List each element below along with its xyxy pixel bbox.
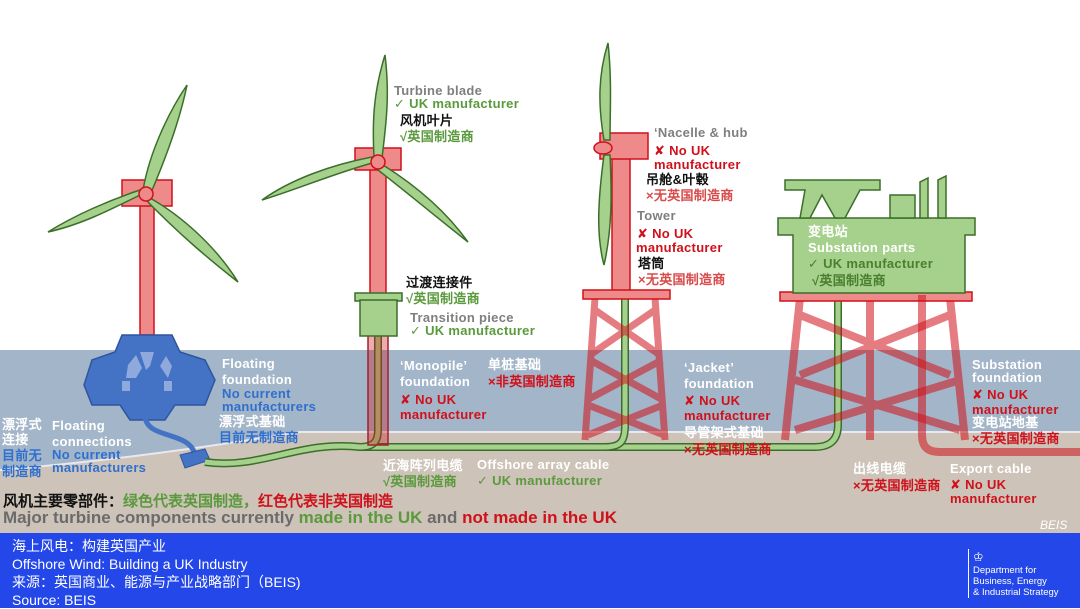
jacket-status-zh: ×无英国制造商 (684, 442, 772, 457)
tower-label: Tower (637, 208, 676, 223)
footer: 海上风电：构建英国产业 Offshore Wind: Building a UK… (0, 533, 1080, 608)
beis-logo: ♔ Department for Business, Energy & Indu… (968, 549, 1059, 598)
footer-title-zh: 海上风电：构建英国产业 (12, 538, 166, 554)
substation-foundation-status-zh: ×无英国制造商 (972, 431, 1060, 446)
tower-status: ✘ No UK (637, 226, 694, 241)
substation (777, 174, 976, 441)
transition-piece-label: Transition piece (410, 310, 514, 325)
substation-foundation-label-2: foundation (972, 370, 1043, 385)
monopile-status: ✘ No UK (400, 392, 457, 407)
beis-watermark: BEIS (1040, 518, 1068, 532)
export-cable (918, 295, 1080, 456)
floating-foundation-label: Floating (222, 356, 275, 371)
tower-label-zh: 塔筒 (638, 256, 665, 271)
jacket-status-2: manufacturer (684, 408, 771, 423)
substation-foundation-status: ✘ No UK (972, 387, 1029, 402)
floating-foundation-status-zh: 目前无制造商 (219, 430, 299, 445)
nacelle-status-2: manufacturer (654, 157, 741, 172)
array-cable-status-zh: √英国制造商 (383, 474, 457, 489)
floating-connections-status-zh-2: 制造商 (2, 464, 42, 479)
turbine-blade-status: ✓ UK manufacturer (394, 96, 520, 111)
floating-connections-status: No current (52, 447, 121, 462)
export-cable-status-2: manufacturer (950, 491, 1037, 506)
footer-title-en: Offshore Wind: Building a UK Industry (12, 556, 248, 572)
substation-status-zh: √英国制造商 (812, 273, 886, 288)
crest-icon: ♔ (973, 550, 984, 564)
floating-connections-status-zh: 目前无 (2, 448, 42, 463)
jacket-label-zh: 导管架式基础 (684, 425, 764, 440)
floating-foundation-status: No current (222, 386, 291, 401)
monopile-label-2: foundation (400, 374, 471, 389)
legend-en: Major turbine components currently made … (3, 508, 617, 528)
logo-line-1: Department for (973, 565, 1037, 576)
turbine-blade-label: Turbine blade (394, 83, 483, 98)
array-cable-label-zh: 近海阵列电缆 (383, 458, 463, 473)
jacket-label: ‘Jacket’ (684, 360, 735, 375)
substation-status: ✓ UK manufacturer (808, 256, 934, 271)
jacket-label-2: foundation (684, 376, 755, 391)
turbine-blade-label-zh: 风机叶片 (400, 113, 454, 128)
monopile-status-2: manufacturer (400, 407, 487, 422)
substation-foundation-label: Substation (972, 357, 1043, 372)
floating-foundation-label-2: foundation (222, 372, 293, 387)
array-cable-status: ✓ UK manufacturer (477, 473, 603, 488)
floating-connections-label-zh: 漂浮式 (2, 417, 42, 432)
floating-connections-label: Floating (52, 418, 105, 433)
transition-piece-label-zh: 过渡连接件 (406, 275, 473, 290)
footer-source-en: Source: BEIS (12, 592, 97, 608)
array-cable-label: Offshore array cable (477, 457, 610, 472)
turbine-blade-status-zh: √英国制造商 (400, 129, 474, 144)
legend-zh-red: 红色代表非英国制造 (258, 493, 394, 510)
jacket-turbine (581, 42, 671, 441)
logo-line-3: & Industrial Strategy (973, 587, 1059, 598)
offshore-wind-scene (0, 42, 1080, 533)
nacelle-status: ✘ No UK (654, 143, 711, 158)
export-cable-status: ✘ No UK (950, 477, 1007, 492)
nacelle-label: ‘Nacelle & hub (654, 125, 748, 140)
nacelle-status-zh: ×无英国制造商 (646, 188, 734, 203)
substation-label: Substation parts (808, 240, 916, 255)
transition-piece-status-zh: √英国制造商 (406, 291, 480, 306)
floating-turbine (47, 84, 239, 336)
jacket-status: ✘ No UK (684, 393, 741, 408)
floating-connections-label-2: connections (52, 434, 132, 449)
legend-en-mid: and (422, 508, 463, 527)
legend-zh: 风机主要零部件：绿色代表英国制造，红色代表非英国制造 (3, 490, 393, 511)
transition-piece-status: ✓ UK manufacturer (410, 323, 536, 338)
monopile-status-zh: ×非英国制造商 (488, 374, 576, 389)
export-cable-label-zh: 出线电缆 (853, 461, 907, 476)
floating-foundation (83, 334, 216, 469)
substation-foundation-label-zh: 变电站地基 (972, 415, 1039, 430)
tower-status-2: manufacturer (636, 240, 723, 255)
tower-status-zh: ×无英国制造商 (638, 272, 726, 287)
export-cable-label: Export cable (950, 461, 1032, 476)
legend-en-prefix: Major turbine components currently (3, 508, 299, 527)
export-cable-status-zh: ×无英国制造商 (853, 478, 941, 493)
logo-line-2: Business, Energy (973, 576, 1047, 587)
legend-zh-green: 绿色代表英国制造， (123, 493, 259, 510)
footer-source-zh: 来源：英国商业、能源与产业战略部门（BEIS) (12, 574, 301, 590)
legend-zh-prefix: 风机主要零部件： (3, 493, 124, 510)
monopile-turbine (261, 54, 469, 446)
floating-connections-label-zh-2: 连接 (2, 432, 29, 447)
floating-connections-status-2: manufacturers (52, 460, 147, 475)
floating-foundation-label-zh: 漂浮式基础 (219, 414, 286, 429)
nacelle-label-zh: 吊舱&叶毂 (646, 172, 709, 187)
legend-en-red: not made in the UK (462, 508, 617, 527)
substation-label-zh: 变电站 (808, 224, 848, 239)
monopile-label-zh: 单桩基础 (488, 357, 542, 372)
floating-foundation-status-2: manufacturers (222, 399, 317, 414)
legend-en-green: made in the UK (298, 508, 423, 527)
substation-foundation-status-2: manufacturer (972, 402, 1059, 417)
monopile-label: ‘Monopile’ (400, 358, 468, 373)
